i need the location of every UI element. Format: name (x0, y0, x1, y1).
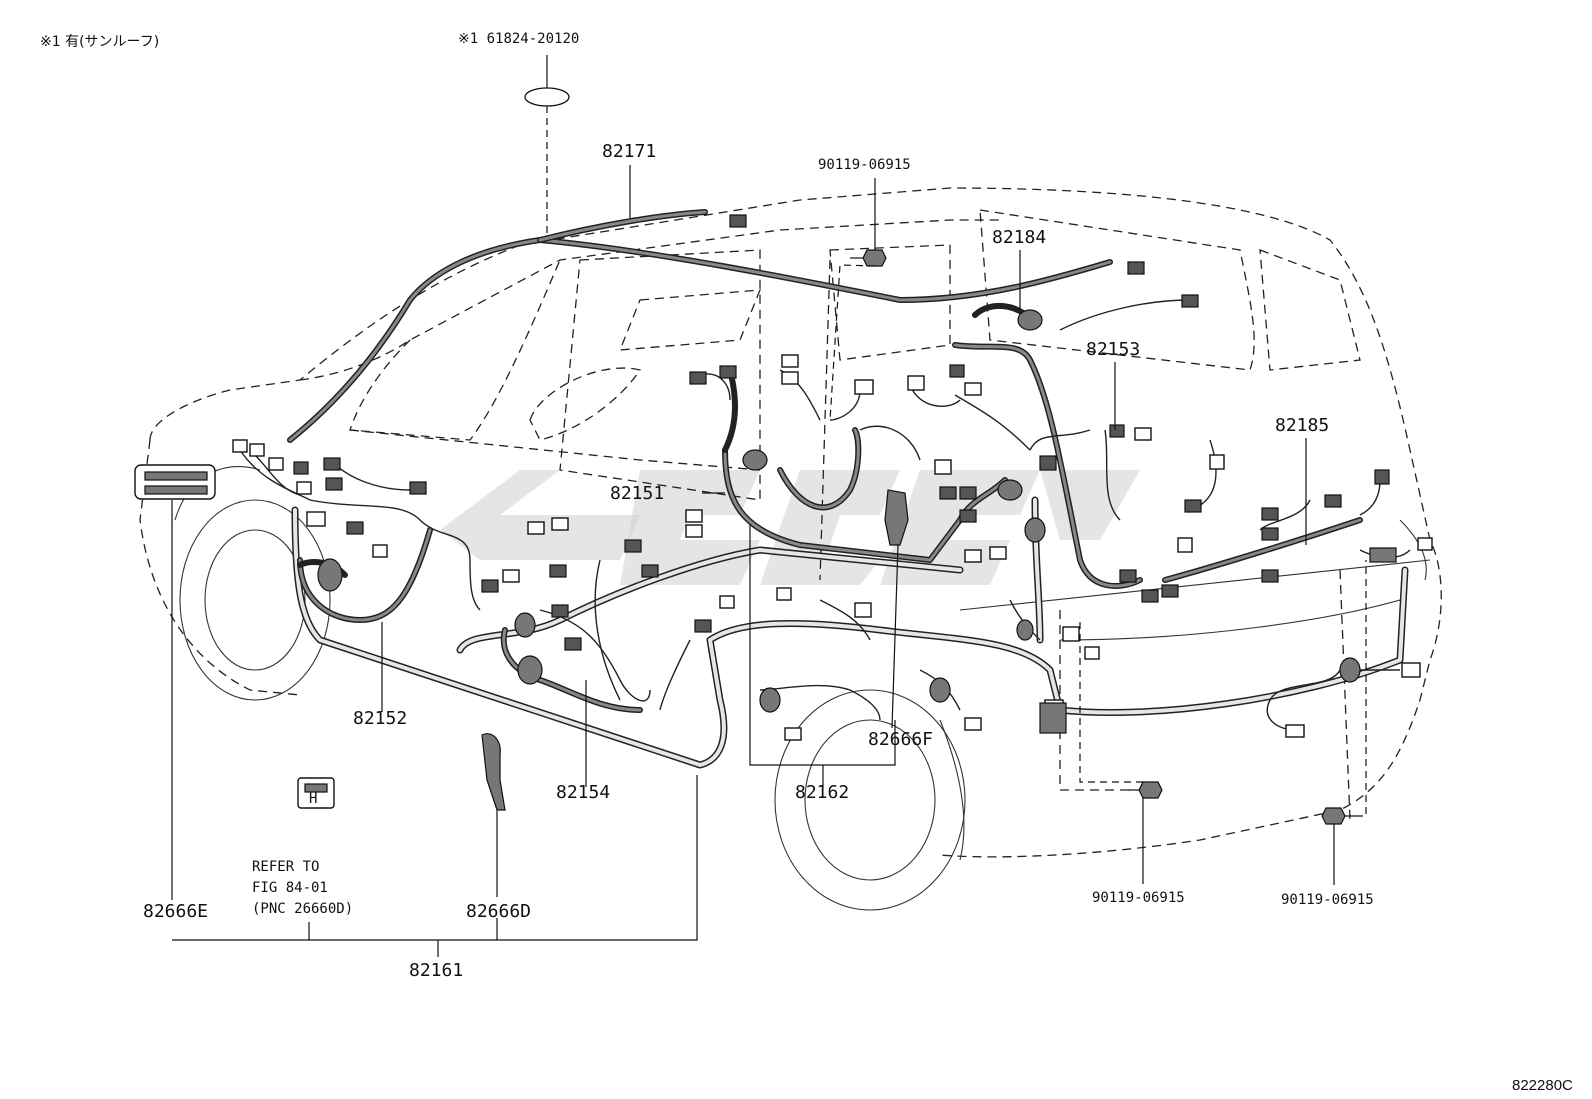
rear-wheel (774, 689, 966, 911)
refer-line-1: REFER TO (252, 859, 319, 875)
leader-lines (171, 55, 1367, 957)
bolt-top (850, 249, 887, 267)
grommets (317, 309, 1397, 734)
body-harness-82151 (722, 367, 1008, 563)
label-82666E: 82666E (143, 901, 208, 922)
roof-harness-82171 (287, 209, 1113, 443)
branch-wires (239, 299, 1411, 731)
sunroof-part-oval (524, 87, 570, 107)
label-82185: 82185 (1275, 415, 1329, 436)
bolts (850, 249, 1356, 825)
bracket-82666E (134, 464, 216, 500)
label-82153: 82153 (1086, 339, 1140, 360)
bolt-bottom-left (1128, 781, 1163, 799)
labels: ※1 有(サンルーフ) ※1 61824-20120 82171 90119-0… (40, 31, 1573, 1094)
label-82171: 82171 (602, 141, 656, 162)
label-82161: 82161 (409, 960, 463, 981)
sunroof-part-label: ※1 61824-20120 (458, 31, 579, 47)
label-82151: 82151 (610, 483, 664, 504)
connector-refer: H (297, 777, 335, 809)
bolt-bottom-right (1321, 807, 1356, 825)
floor-harness-82161 (291, 496, 1409, 769)
drawing-id: 822280C (1512, 1077, 1573, 1094)
label-82184: 82184 (992, 227, 1046, 248)
connectors (232, 214, 1433, 741)
label-82154: 82154 (556, 782, 610, 803)
front-wheel (179, 499, 331, 701)
vehicle-body-outline (139, 187, 1442, 861)
label-bolt-bottom-left: 90119-06915 (1092, 890, 1185, 906)
label-bolt-top: 90119-06915 (818, 157, 911, 173)
label-bolt-bottom-right: 90119-06915 (1281, 892, 1374, 908)
back-door-harness-82185 (1162, 517, 1363, 583)
clip-82666D (481, 733, 506, 811)
label-82162: 82162 (795, 782, 849, 803)
label-82666F: 82666F (868, 729, 933, 750)
wheels (179, 499, 966, 911)
label-82666D: 82666D (466, 901, 531, 922)
svg-text:H: H (309, 791, 317, 807)
clip-82666F (884, 489, 909, 546)
label-82152: 82152 (353, 708, 407, 729)
floor-harness-82154 (500, 627, 643, 713)
refer-line-3: (PNC 26660D) (252, 901, 353, 917)
sunroof-note: ※1 有(サンルーフ) (40, 34, 159, 50)
refer-line-2: FIG 84-01 (252, 880, 328, 896)
